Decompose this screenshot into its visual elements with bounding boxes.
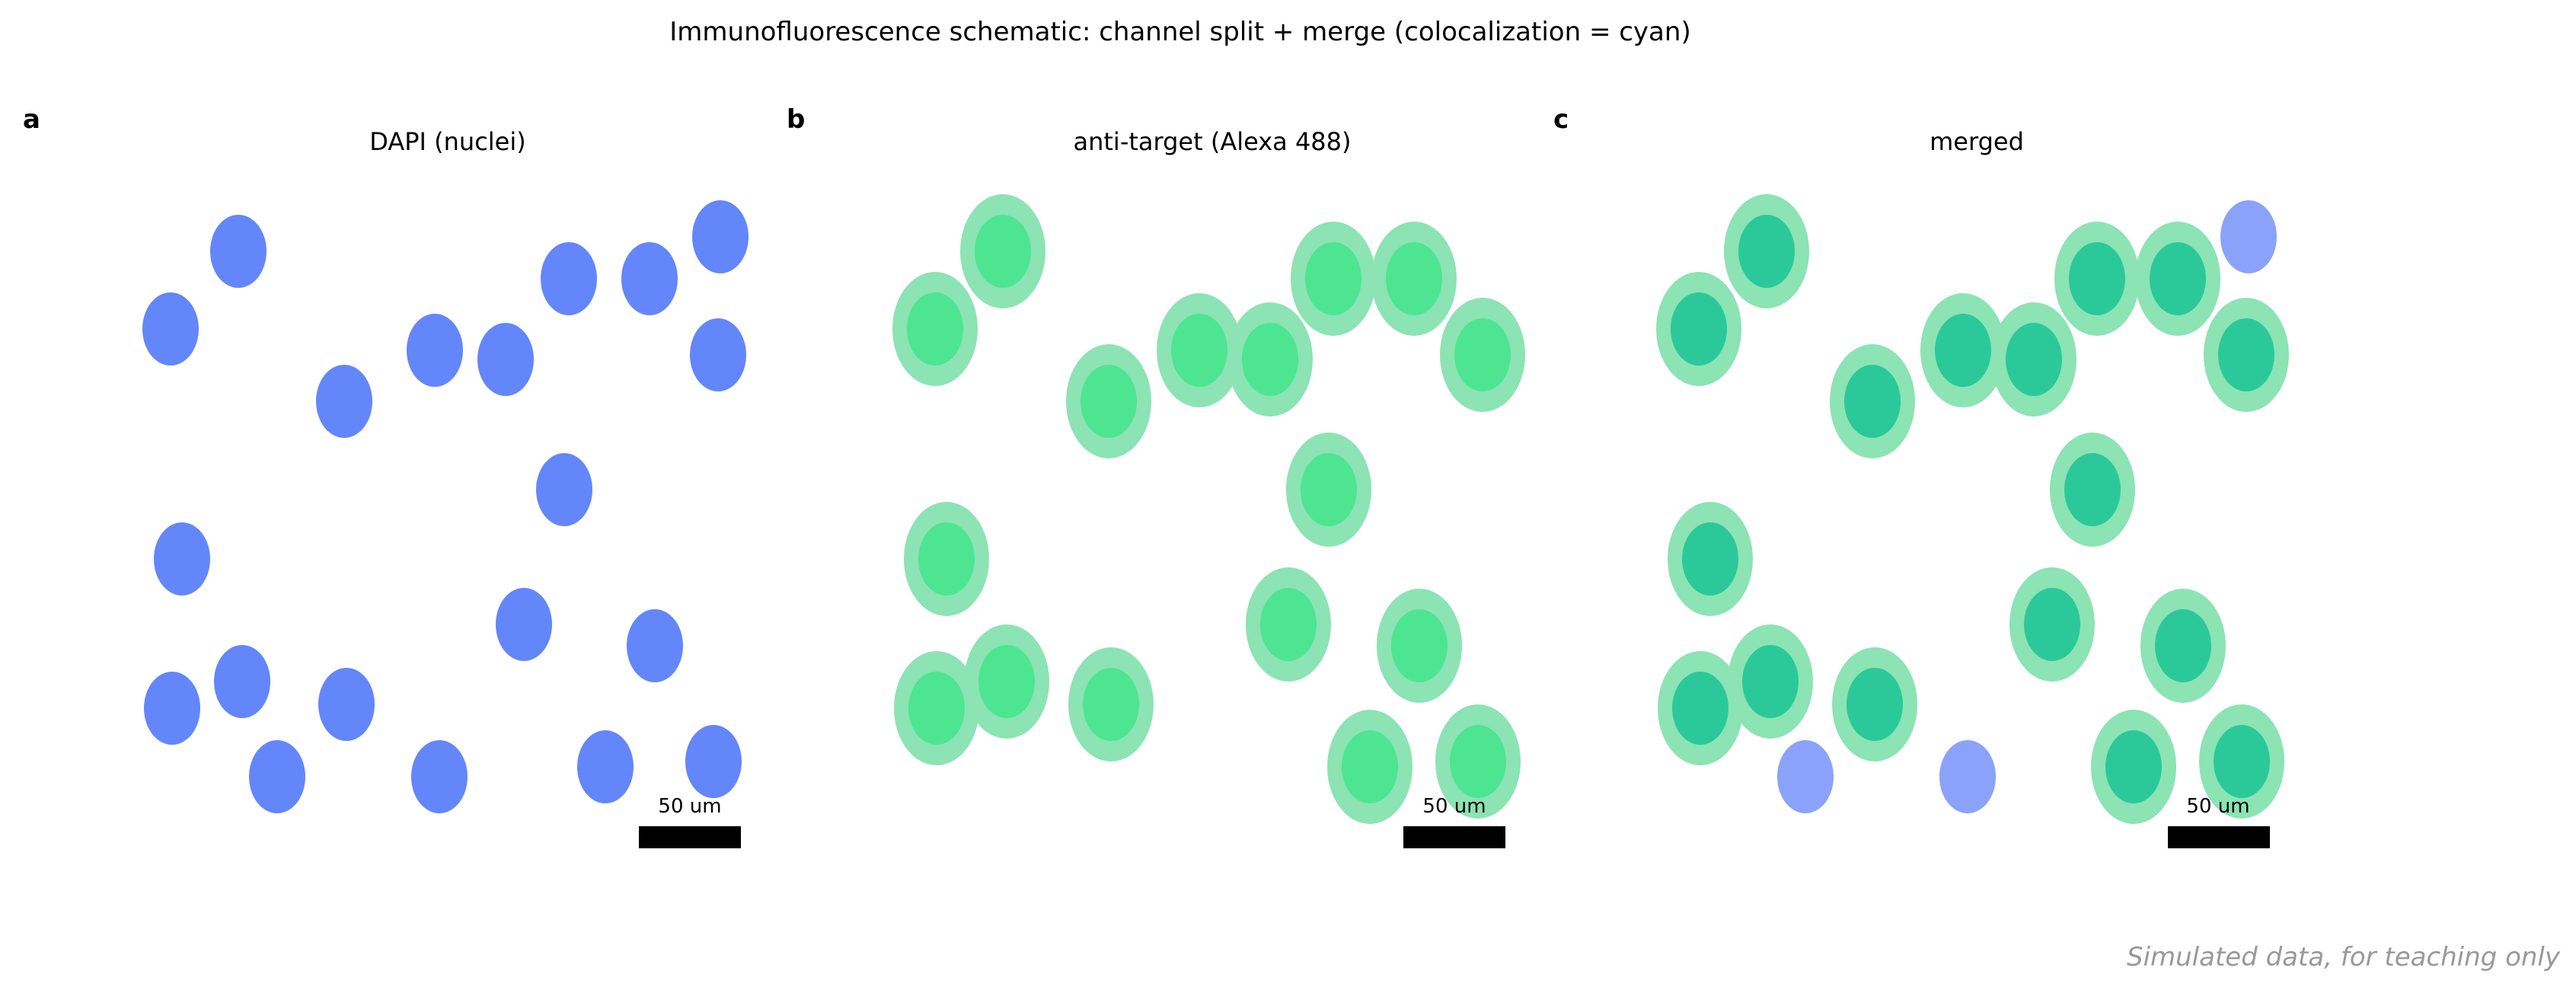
panel-b: b anti-target (Alexa 488) 50 um [787, 104, 1525, 848]
colocalized-nucleus [2105, 730, 2162, 803]
panel-b-cells [892, 194, 1525, 824]
dapi-nucleus [477, 323, 534, 396]
colocalized-nucleus [2218, 318, 2274, 391]
panel-b-scale-bar [1403, 826, 1505, 848]
colocalized-nucleus [1672, 672, 1729, 745]
dapi-nucleus [407, 314, 463, 387]
target-signal-core [1083, 668, 1139, 741]
colocalized-nucleus [2064, 453, 2121, 526]
dapi-nucleus [210, 215, 267, 288]
target-signal-core [975, 215, 1031, 288]
panel-b-scale-bar-label: 50 um [1422, 795, 1486, 818]
panel-b-title: anti-target (Alexa 488) [1073, 127, 1351, 156]
dapi-nucleus [621, 242, 678, 315]
target-signal-core [1260, 588, 1317, 661]
dapi-nucleus [496, 588, 552, 661]
panel-c: c merged 50 um [1553, 104, 2289, 848]
target-signal-core [907, 292, 963, 366]
dapi-nucleus [685, 725, 742, 798]
target-signal-core [1081, 365, 1137, 438]
colocalized-nucleus [2214, 725, 2270, 798]
target-signal-core [1454, 318, 1511, 391]
dapi-nucleus [690, 318, 746, 391]
dapi-nucleus [154, 522, 210, 595]
panel-b-label: b [787, 104, 805, 135]
colocalized-nucleus [2155, 609, 2211, 682]
dapi-only-nucleus [1777, 740, 1834, 813]
panel-c-scale-bar-label: 50 um [2186, 795, 2249, 818]
panel-c-title: merged [1930, 127, 2024, 156]
colocalized-nucleus [2024, 588, 2080, 661]
dapi-nucleus [536, 453, 592, 526]
figure-title: Immunofluorescence schematic: channel sp… [669, 17, 1690, 47]
colocalized-nucleus [1847, 668, 1903, 741]
dapi-nucleus [318, 668, 375, 741]
colocalized-nucleus [2006, 323, 2062, 396]
target-signal-core [918, 522, 975, 595]
panel-c-scale-bar [2168, 826, 2270, 848]
dapi-nucleus [411, 740, 468, 813]
panel-a-scale-bar [639, 826, 741, 848]
dapi-nucleus [577, 730, 634, 803]
colocalized-nucleus [1682, 522, 1738, 595]
colocalized-nucleus [2150, 242, 2206, 315]
dapi-nucleus [692, 200, 749, 273]
colocalized-nucleus [1738, 215, 1795, 288]
target-signal-core [1171, 314, 1227, 387]
dapi-nucleus [316, 365, 372, 438]
target-signal-core [1386, 242, 1442, 315]
dapi-only-nucleus [2220, 200, 2277, 273]
dapi-nucleus [627, 609, 683, 682]
panel-c-label: c [1553, 104, 1569, 135]
panel-a: a DAPI (nuclei) 50 um [23, 104, 749, 848]
target-signal-core [1305, 242, 1361, 315]
colocalized-nucleus [1742, 645, 1799, 718]
target-signal-core [1301, 453, 1357, 526]
panel-a-label: a [23, 104, 40, 135]
panel-a-cells [142, 200, 749, 813]
dapi-nucleus [142, 292, 199, 366]
dapi-nucleus [214, 645, 270, 718]
target-signal-core [1450, 725, 1506, 798]
target-signal-core [978, 645, 1035, 718]
target-signal-core [1242, 323, 1298, 396]
panel-a-title: DAPI (nuclei) [369, 127, 525, 156]
dapi-nucleus [249, 740, 305, 813]
dapi-nucleus [144, 672, 200, 745]
footnote: Simulated data, for teaching only [2127, 942, 2561, 972]
panel-a-scale-bar-label: 50 um [658, 795, 721, 818]
target-signal-core [1342, 730, 1398, 803]
target-signal-core [908, 672, 965, 745]
colocalized-nucleus [2069, 242, 2125, 315]
colocalized-nucleus [1935, 314, 1991, 387]
panel-c-cells [1656, 194, 2289, 824]
dapi-only-nucleus [1939, 740, 1996, 813]
target-signal-core [1391, 609, 1448, 682]
colocalized-nucleus [1844, 365, 1901, 438]
dapi-nucleus [541, 242, 597, 315]
colocalized-nucleus [1671, 292, 1727, 366]
